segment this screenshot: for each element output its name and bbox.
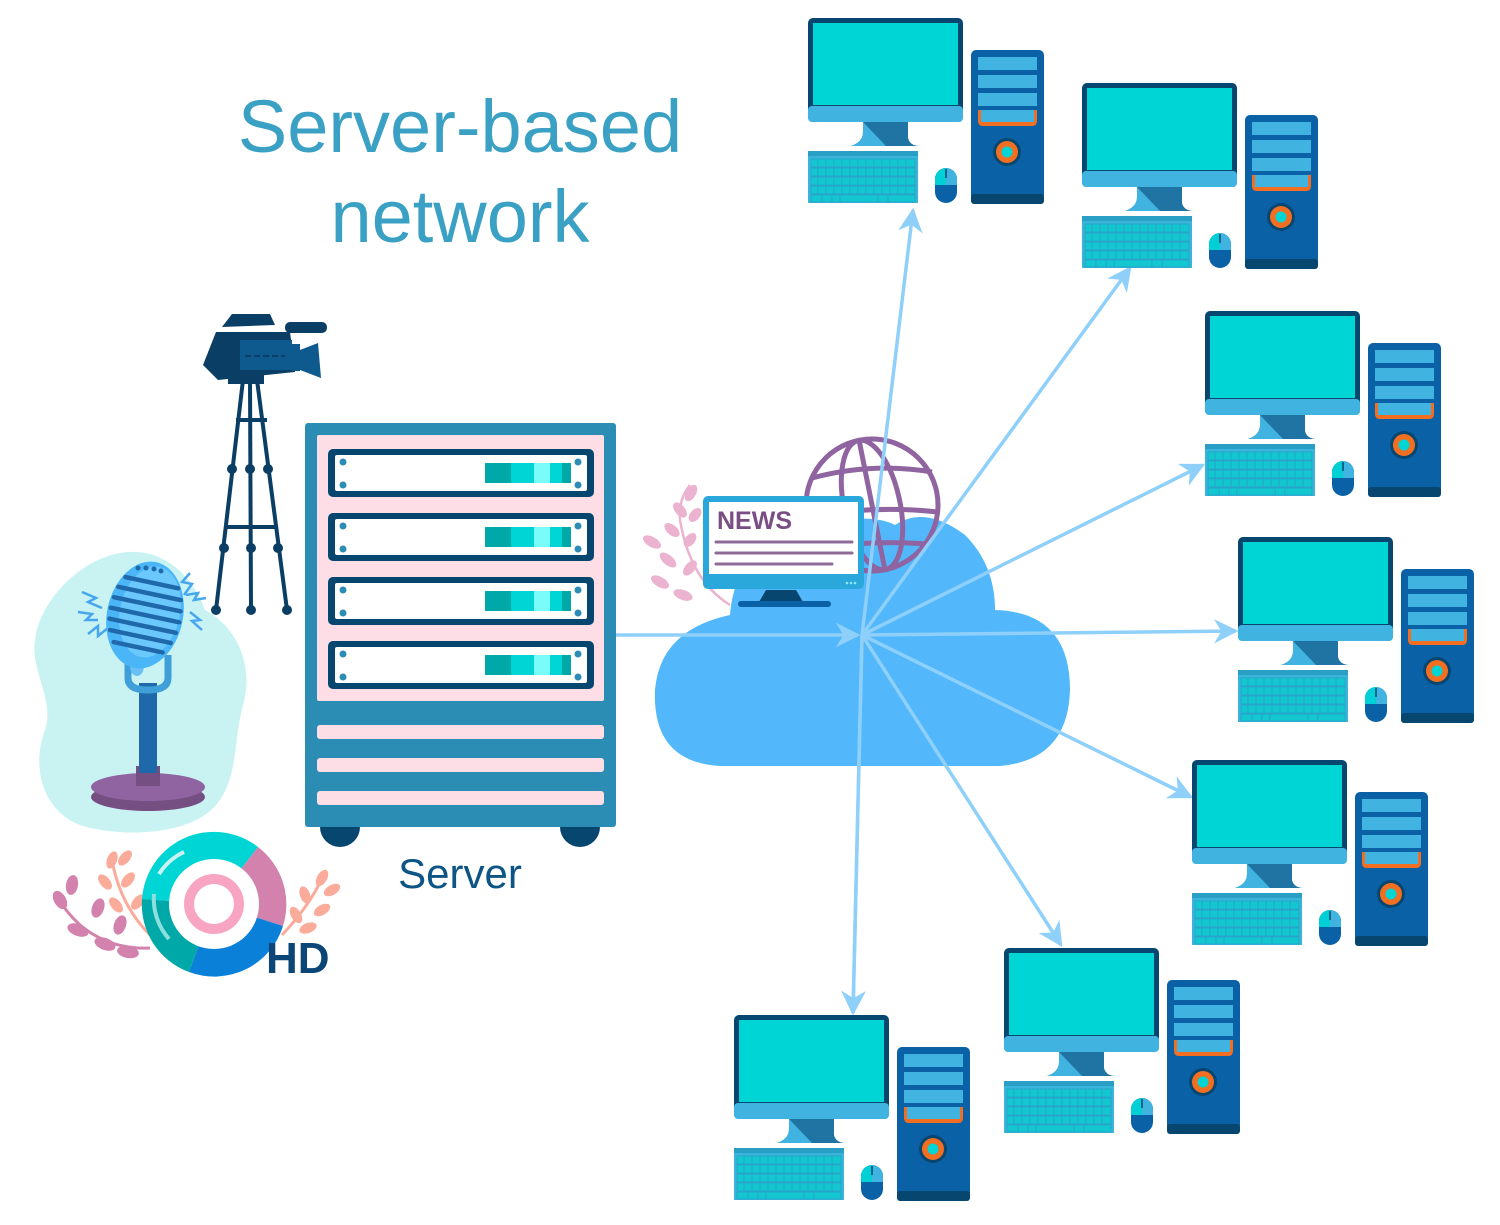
- hd-disc-icon: [52, 831, 341, 977]
- connection-arrow-cloud-to-computer-2: [860, 266, 1132, 637]
- leaf-branch-icon: [642, 484, 731, 607]
- news-headline: NEWS: [717, 507, 792, 535]
- diagram-title: Server-based network: [200, 82, 720, 262]
- video-camera-tripod-icon: [203, 314, 327, 615]
- server-unit: [328, 577, 594, 625]
- news-monitor-icon: NEWS: [703, 496, 864, 607]
- desktop-computer-icon: [1004, 948, 1241, 1135]
- connection-arrow-cloud-to-computer-6: [860, 634, 1063, 948]
- desktop-computer-icon: [1238, 537, 1475, 724]
- desktop-computer-icon: [1192, 760, 1429, 947]
- hd-badge-label: HD: [266, 934, 330, 983]
- desktop-computer-icon: [808, 18, 1045, 205]
- server-unit: [328, 449, 594, 497]
- server-unit: [328, 513, 594, 561]
- desktop-computer-icon: [1205, 311, 1442, 498]
- desktop-computer-icon: [734, 1015, 971, 1202]
- server-unit: [328, 641, 594, 689]
- connection-arrow-cloud-to-computer-5: [861, 633, 1194, 799]
- network-connections: [616, 207, 1239, 1016]
- microphone-icon: [34, 551, 247, 833]
- title-line-1: Server-based: [237, 85, 683, 168]
- connection-arrow-cloud-to-computer-8: [841, 634, 866, 1016]
- connection-arrow-cloud-to-computer-1: [860, 207, 923, 636]
- connection-arrow-cloud-to-computer-4: [861, 618, 1239, 644]
- server-rack-icon: [305, 423, 616, 847]
- title-line-2: network: [330, 175, 590, 258]
- connection-arrow-cloud-to-computer-3: [861, 463, 1206, 637]
- desktop-computer-icon: [1082, 83, 1319, 270]
- server-label: Server: [398, 850, 522, 897]
